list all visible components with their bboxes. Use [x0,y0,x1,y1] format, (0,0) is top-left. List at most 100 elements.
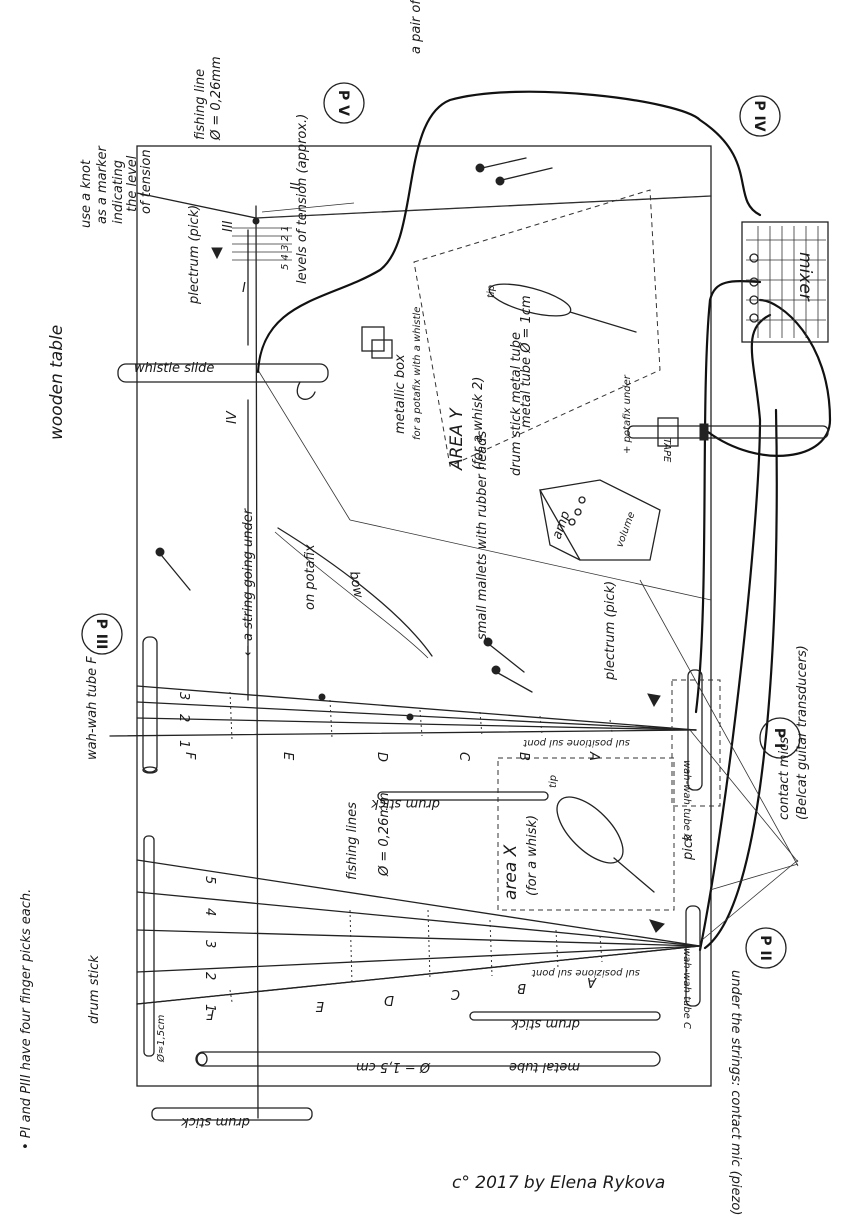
tube-diameter-small: Ø≈1,5cm [155,1014,167,1063]
letter-bottom-2: D [384,992,394,1007]
potafix-dot-2 [406,713,414,721]
finger-picks-note: • PI and PIII have four finger picks eac… [19,889,34,1150]
knot-note-2: as a marker [95,145,110,224]
wahwah-tube-f-label: wah-wah tube F [85,656,100,760]
wooden-table-label: wooden table [47,325,67,440]
p2-label: P II [757,935,773,961]
fishing-lines-label: fishing lines [345,802,360,880]
letter-top-0: F [182,752,197,760]
wooden-table-outline [136,145,712,1087]
under-strings-label: under the strings: contact mic (piezo) [728,970,743,1215]
mixer-label: mixer [795,252,815,302]
knot-note-3: indicating [111,160,126,224]
metallic-box-sub: for a potafix with a whistle [412,307,423,440]
whisk-2 [488,283,637,333]
fishing-line-top-label: fishing line [193,69,208,140]
letter-bottom-3: C [450,986,460,1001]
area-y-boundary [413,189,661,467]
knot-marker [252,217,260,225]
drum-stick-metal-tube [627,417,829,447]
bow [274,527,433,659]
area-x-boundary [497,757,675,911]
cable-p5 [256,90,762,374]
knot-note-4: the level [125,155,140,212]
roman-2-label: II [289,182,304,190]
letter-bottom-4: B [517,980,526,995]
letter-top-4: B [516,752,531,761]
position-marks-top [229,691,613,741]
cable-amp [703,408,778,950]
bow-label: bow [346,570,365,599]
small-mallets-label: small mallets with rubber heads [475,431,490,640]
drum-stick-bottom-label: drum stick [511,1016,580,1031]
levels-numbers: 5 4 3 2 1 [280,225,291,270]
volume-label: volume [614,510,637,549]
tension-levels [232,227,292,261]
copyright: c° 2017 by Elena Rykova [452,1173,665,1193]
drum-stick-mid-label: drum stick [371,796,440,811]
string-going-under-label: ← a string going under [241,507,256,656]
string-top-b [255,195,712,219]
p4-circle [739,95,781,137]
letter-bottom-1: E [315,998,324,1013]
smallest-mallets [475,157,553,186]
mallet-left [155,547,191,591]
number-bottom-4: 5 [202,876,217,884]
letter-top-3: C [456,752,471,762]
knot-note-5: of tension [139,149,154,214]
fishing-line-top [136,192,257,219]
metal-tube-bottom [195,1051,661,1067]
p3-label: P III [93,619,109,650]
contact-mics-label: contact mics [777,737,792,820]
number-top-1: 2 [176,714,191,722]
cable-p2 [698,313,772,952]
tip-label-y: tip [486,285,497,298]
tube-g-box [671,679,721,807]
drum-stick-label-left: drum stick [87,955,102,1024]
string-fan-top [109,685,697,737]
p1-label: P I [771,728,787,748]
roman-1-label: I [242,281,246,296]
cable-p1 [694,280,762,714]
drum-stick-left [143,835,155,1057]
letter-bottom-5: A [587,974,597,989]
number-bottom-0: 1 [202,1004,217,1012]
fishing-line-top-diameter: Ø = 0,26mm [209,56,224,141]
contact-mics-sub: (Belcat guitar transducers) [795,645,810,820]
p4-label: P IV [751,100,767,131]
string-going-under [255,205,259,1119]
string-fan-bottom [136,859,701,1005]
string-iv-diag-2 [349,519,712,601]
metal-tube-diam-label: metal tube Ø = 1cm [519,295,534,428]
wahwah-tube-c-label: wah-wah tube C [681,948,692,1029]
drum-stick-very-bottom-label: drum stick [181,1114,250,1129]
string-iv-diag [257,369,351,521]
small-mallets [483,637,533,693]
levels-of-tension: levels of tension (approx.) [295,114,310,284]
drum-stick-very-bottom [151,1107,313,1121]
pick [649,919,665,933]
tube-diameter-label: Ø = 1,5 cm [356,1059,431,1074]
plectrum-top-label: plectrum (pick) [187,205,202,305]
drum-stick-metal-label: drum stick metal tube [509,332,524,476]
area-x-label: area X [501,844,521,900]
number-top-2: 3 [176,692,191,700]
metal-tube-label: metal tube [509,1059,580,1074]
pair-mallets-label: a pair of smallest mallets with rubber h… [409,0,424,54]
roman-4-label: IV [225,410,240,424]
plectrum-mid-label: plectrum (pick) [603,581,618,681]
on-potafix-label: on potafix [303,544,318,610]
position-marks-bottom [229,909,603,1003]
sul-posizione-bottom: sul posizione sul pont [531,967,640,978]
drum-stick-bottom [469,1011,661,1021]
letter-top-1: E [280,752,295,761]
p3-circle [81,613,123,655]
roman-3-label: III [221,220,236,232]
pick-label: pick [681,833,696,861]
letter-top-2: D [374,752,389,762]
tape-label: TAPE [661,438,672,463]
area-y-sub: (for a whisk 2) [471,377,486,470]
